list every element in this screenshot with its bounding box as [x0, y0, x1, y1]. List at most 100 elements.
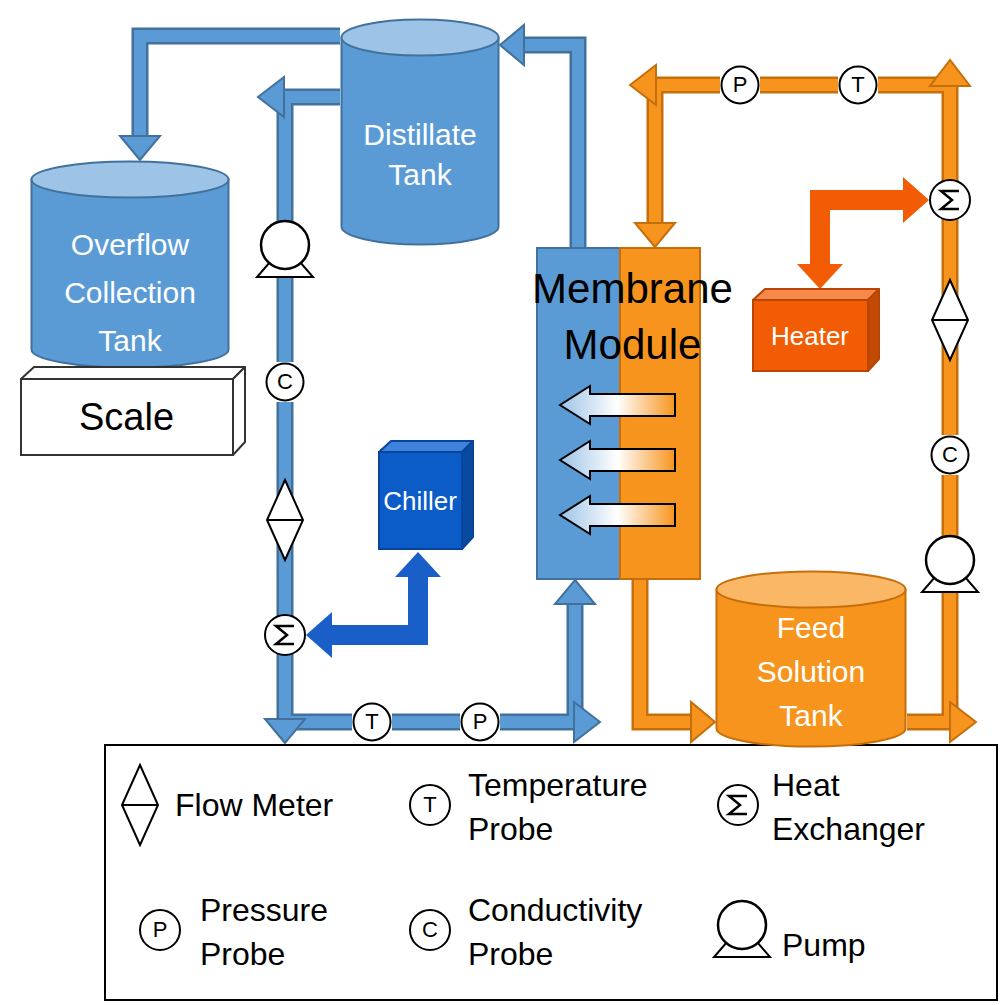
- distillate-tank: Distillate Tank: [340, 18, 500, 246]
- legend-item: Conductivity Probe: [468, 888, 678, 976]
- pipe: [907, 475, 950, 722]
- pipe-wall: [140, 36, 340, 138]
- pipe-core: [285, 402, 352, 722]
- legend-item: Temperature Probe: [468, 763, 678, 851]
- pipe: [635, 85, 720, 247]
- heat-exchanger-symbol: [718, 785, 758, 825]
- pipe-wall: [522, 45, 578, 247]
- legend-label: Pressure Probe: [200, 888, 380, 976]
- chiller-arrow: [306, 552, 441, 658]
- node-label: Heater: [755, 321, 865, 351]
- pipe-arrowhead: [120, 136, 160, 160]
- tank-body: [717, 590, 906, 747]
- node-label: P: [460, 709, 500, 735]
- side-face: [233, 367, 245, 455]
- legend-label: Pump: [782, 923, 866, 967]
- flow-meter-body: [122, 765, 158, 845]
- heat-exchanger-circle: [265, 615, 305, 655]
- front-face: [379, 452, 462, 549]
- pump-symbol: [922, 536, 978, 592]
- pipe: [285, 402, 352, 722]
- legend-item: Flow Meter: [175, 783, 333, 827]
- conductivity-probe: C: [265, 362, 305, 402]
- node-label: P: [720, 72, 760, 98]
- feed-solution-tank: Feed Solution Tank: [715, 570, 907, 748]
- arrow-shaft: [820, 200, 905, 266]
- tank-lid: [717, 572, 906, 608]
- node-label: Overflow Collection Tank: [45, 221, 215, 365]
- node-label: C: [265, 369, 305, 395]
- probe-circle: [140, 910, 180, 950]
- pipe-arrowhead: [500, 25, 524, 65]
- pipe: [878, 85, 950, 435]
- pipe: [640, 580, 715, 742]
- arrow-shaft: [330, 575, 418, 635]
- heat-exchanger-circle: [930, 180, 970, 220]
- front-face: [753, 300, 868, 371]
- legend-item: Pressure Probe: [200, 888, 380, 976]
- pump-body: [926, 536, 974, 584]
- pipe-wall: [907, 475, 950, 722]
- pipe-arrowhead: [258, 77, 284, 117]
- probe-letter: P: [140, 917, 180, 943]
- node-label: T: [838, 72, 878, 98]
- pipe-arrowhead: [555, 580, 595, 604]
- legend-label: Conductivity Probe: [468, 888, 678, 976]
- pipe-core: [655, 85, 720, 225]
- pipe-core: [760, 79, 838, 91]
- top-face: [753, 289, 879, 300]
- legend-frame: [105, 745, 997, 1000]
- pump-body: [261, 221, 309, 269]
- top-face: [21, 367, 245, 379]
- pipe-core: [878, 85, 950, 435]
- flow-meter-bar: [267, 519, 303, 521]
- pipe-core: [140, 36, 340, 138]
- arrowhead: [797, 264, 843, 289]
- flow-meter-body: [932, 280, 968, 360]
- scale-box: Scale: [20, 366, 246, 456]
- chiller-box: Chiller: [378, 440, 474, 550]
- flow-meter-symbol: [932, 280, 968, 360]
- legend-sample-letter-holder: C: [410, 917, 450, 943]
- vapour-flux-arrow: [560, 441, 675, 479]
- flow-meter-symbol: [267, 480, 303, 560]
- legend-item: Heat Exchanger: [772, 763, 972, 851]
- pipe-arrowhead: [930, 60, 970, 86]
- tank-lid: [32, 162, 229, 198]
- node-label: Feed Solution Tank: [736, 606, 886, 738]
- legend-sample-letter-holder: P: [140, 917, 180, 943]
- heat-exchanger-mark: [729, 796, 747, 814]
- pipe-wall: [392, 714, 460, 731]
- heat-exchanger-symbol: [930, 180, 970, 220]
- flow-meter-bar: [122, 804, 158, 806]
- probe-letter: C: [410, 917, 450, 943]
- pipe-wall: [760, 77, 838, 94]
- pipe-wall: [640, 580, 693, 722]
- arrowhead: [903, 177, 929, 223]
- heater-box: Heater: [752, 288, 880, 372]
- probe-circle: [410, 910, 450, 950]
- pump-body: [718, 901, 766, 949]
- membrane-module: Membrane Module: [515, 247, 750, 580]
- legend-label: Temperature Probe: [468, 763, 678, 851]
- node-label: Distillate Tank: [345, 115, 495, 195]
- legend-label: Heat Exchanger: [772, 763, 972, 851]
- front-face: [21, 379, 233, 455]
- temperature-probe: T: [838, 65, 878, 105]
- pipe: [500, 25, 578, 247]
- heat-exchanger-circle: [718, 785, 758, 825]
- pipe-arrowhead: [574, 702, 600, 742]
- pipe-core: [392, 716, 460, 728]
- flow-meter-body: [267, 480, 303, 560]
- temperature-probe: T: [352, 702, 392, 742]
- heat-exchanger-mark: [941, 191, 959, 209]
- legend-item: Pump: [782, 923, 866, 967]
- flow-meter-bar: [932, 319, 968, 321]
- conductivity-probe: C: [930, 435, 970, 475]
- arrowhead: [395, 552, 441, 577]
- probe-circle: [410, 785, 450, 825]
- pipe-wall: [655, 85, 720, 225]
- legend-label: Flow Meter: [175, 783, 333, 827]
